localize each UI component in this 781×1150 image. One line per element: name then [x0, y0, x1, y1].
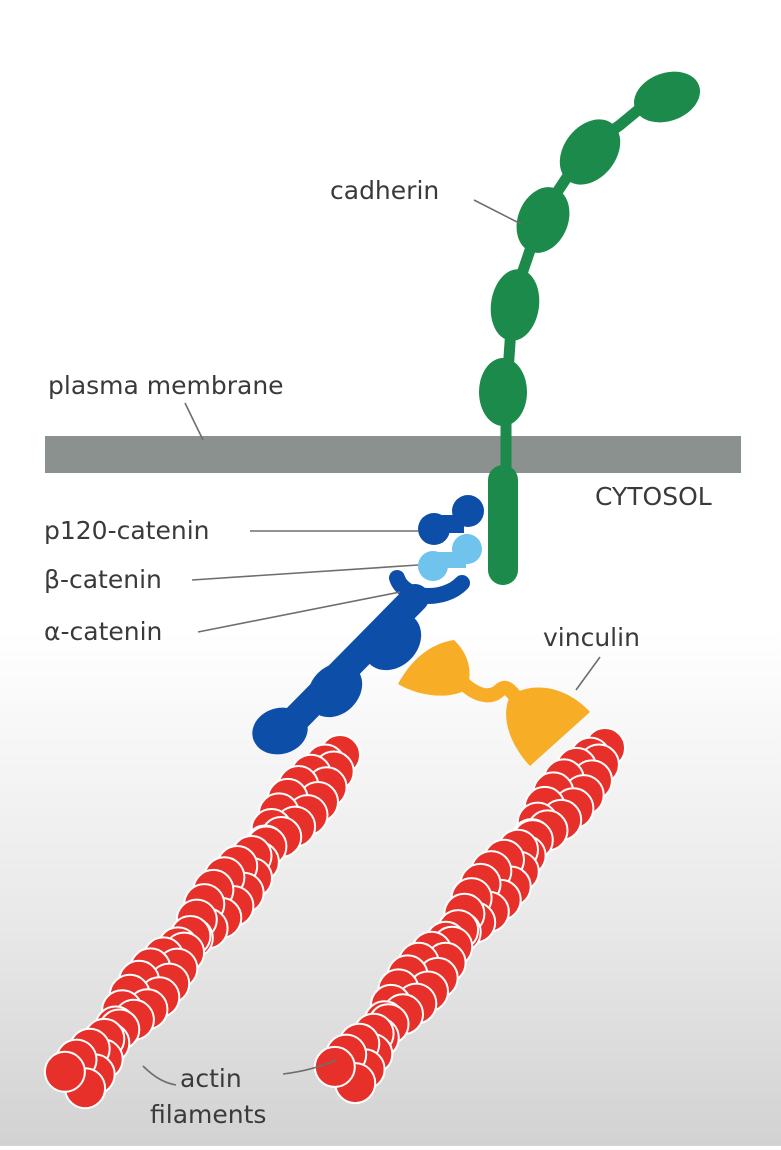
- actin-subunit: [313, 1045, 356, 1088]
- cadherin-leader: [473, 199, 522, 225]
- actin-label-line1: actin: [180, 1064, 242, 1093]
- beta-catenin-leader: [191, 564, 419, 581]
- actin-subunit: [43, 1050, 86, 1093]
- vinculin-leader: [575, 656, 601, 691]
- plasma-membrane-leader: [184, 402, 204, 441]
- actin-label-line2: filaments: [150, 1100, 266, 1129]
- cadherin-protein: [479, 71, 700, 585]
- actin-filament-right: [313, 727, 626, 1105]
- actin-leader-left: [142, 1065, 177, 1086]
- beta-catenin-label: β-catenin: [44, 565, 162, 594]
- beta-catenin-protein: [418, 534, 482, 581]
- p120-catenin-protein: [418, 495, 484, 545]
- alpha-catenin-leader: [197, 591, 401, 633]
- actin-filament-left: [43, 734, 361, 1110]
- plasma-membrane-label: plasma membrane: [48, 371, 284, 400]
- cadherin-label: cadherin: [330, 176, 439, 205]
- plasma-membrane: [45, 436, 741, 473]
- vinculin-protein: [398, 640, 590, 766]
- alpha-catenin-label: α-catenin: [44, 617, 162, 646]
- alpha-catenin-protein: [252, 570, 470, 755]
- cytosol-label: CYTOSOL: [595, 482, 712, 511]
- p120-catenin-label: p120-catenin: [44, 516, 210, 545]
- vinculin-label: vinculin: [543, 623, 640, 652]
- actin-leader-right: [282, 1059, 337, 1075]
